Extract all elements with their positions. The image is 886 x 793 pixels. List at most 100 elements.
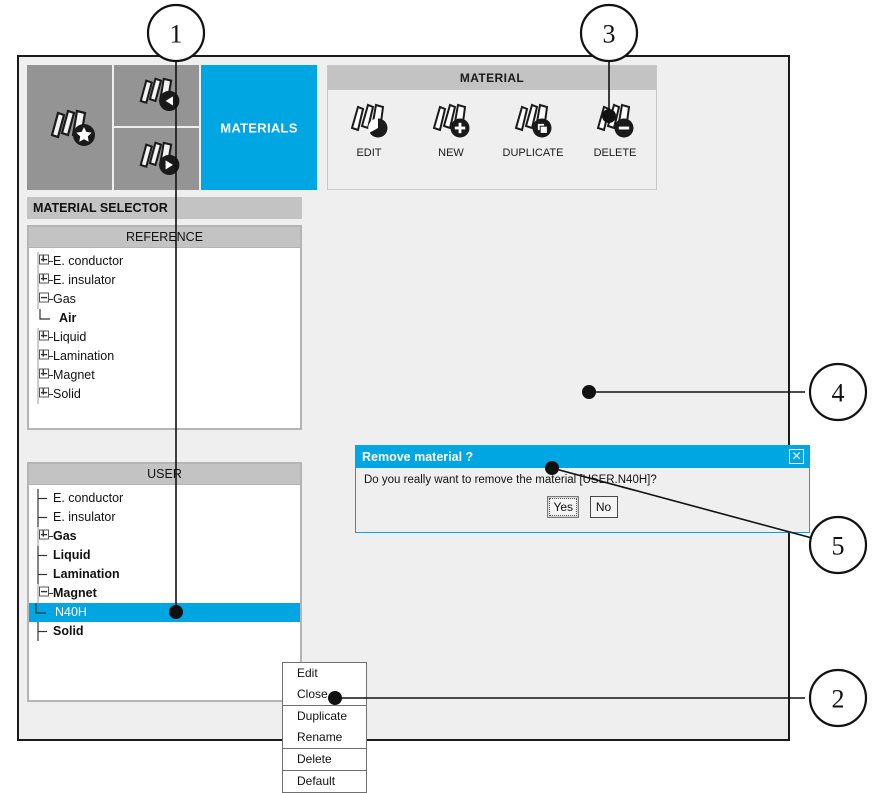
context-menu-group: Default	[283, 771, 366, 792]
materials-tab-label: MATERIALS	[220, 120, 298, 135]
context-menu-item-edit[interactable]: Edit	[297, 666, 318, 680]
tree-item-label: E. insulator	[53, 510, 116, 524]
new-material-label: NEW	[438, 147, 464, 159]
dialog-title: Remove material ?	[362, 450, 474, 464]
material-duplicate-icon	[492, 100, 574, 146]
material-forward-tile[interactable]	[114, 128, 199, 190]
tree-item-e-conductor[interactable]: E. conductor	[33, 489, 300, 509]
new-material-button[interactable]: NEW	[410, 100, 492, 159]
material-command-group: MATERIAL	[327, 65, 657, 190]
remove-material-dialog: Remove material ? ✕ Do you really want t…	[355, 445, 810, 533]
tree-elbow-icon	[37, 309, 53, 328]
tree-item-label: Liquid	[53, 548, 91, 562]
tree-item-lamination[interactable]: Lamination	[33, 347, 300, 367]
tree-item-lamination[interactable]: Lamination	[33, 565, 300, 585]
tree-item-label: Solid	[53, 624, 84, 638]
expand-icon[interactable]	[37, 366, 53, 386]
material-back-tile[interactable]	[114, 65, 199, 126]
tree-branch-icon	[37, 489, 53, 509]
application-window: MATERIALS MATERIAL	[17, 55, 810, 793]
tree-item-label: Magnet	[53, 586, 97, 600]
tree-branch-icon	[37, 565, 53, 585]
collapse-icon[interactable]	[37, 290, 53, 310]
material-group-title: MATERIAL	[328, 66, 656, 90]
tree-item-label: E. conductor	[53, 491, 124, 505]
tree-branch-icon	[37, 546, 53, 566]
tree-item-liquid[interactable]: Liquid	[33, 328, 300, 348]
tree-item-label: Lamination	[53, 349, 115, 363]
tree-item-label: E. insulator	[53, 273, 116, 287]
expand-icon[interactable]	[37, 252, 53, 272]
close-icon[interactable]: ✕	[789, 449, 804, 464]
tree-item-magnet[interactable]: Magnet	[33, 366, 300, 386]
context-menu-item-delete[interactable]: Delete	[297, 752, 332, 766]
material-favorite-tile[interactable]	[27, 65, 112, 190]
callout-1-number: 1	[170, 20, 183, 49]
delete-material-button[interactable]: DELETE	[574, 100, 656, 159]
expand-icon[interactable]	[37, 385, 53, 405]
tree-item-liquid[interactable]: Liquid	[33, 546, 300, 566]
tree-item-air[interactable]: Air	[33, 309, 300, 328]
reference-tree-header: REFERENCE	[29, 227, 300, 248]
tree-item-label: Gas	[53, 529, 77, 543]
dialog-yes-button[interactable]: Yes	[547, 496, 580, 518]
duplicate-material-label: DUPLICATE	[502, 147, 564, 159]
tree-item-label: E. conductor	[53, 254, 124, 268]
tree-item-label: N40H	[55, 605, 87, 619]
context-menu-item-duplicate[interactable]: Duplicate	[297, 709, 348, 723]
duplicate-material-button[interactable]: DUPLICATE	[492, 100, 574, 159]
user-tree-header: USER	[29, 464, 300, 485]
context-menu-item-close[interactable]: Close	[297, 687, 328, 701]
tree-branch-icon	[37, 508, 53, 528]
tree-item-label: Air	[59, 311, 77, 325]
callout-2-number: 2	[832, 685, 845, 714]
callout-4-number: 4	[832, 379, 845, 408]
tree-item-label: Magnet	[53, 368, 95, 382]
context-menu-group: Delete	[283, 749, 366, 771]
callout-5-number: 5	[832, 532, 845, 561]
expand-icon[interactable]	[37, 271, 53, 291]
material-command-row: EDIT	[328, 90, 656, 189]
context-menu-item-rename[interactable]: Rename	[297, 730, 343, 744]
dialog-no-button[interactable]: No	[589, 496, 618, 518]
material-new-icon	[410, 100, 492, 146]
material-back-arrow-icon	[139, 77, 180, 112]
tree-item-magnet[interactable]: Magnet	[33, 584, 300, 604]
tree-item-gas[interactable]: Gas	[33, 290, 300, 310]
edit-material-label: EDIT	[356, 147, 382, 159]
dialog-titlebar: Remove material ? ✕	[356, 446, 809, 468]
expand-icon[interactable]	[37, 347, 53, 367]
tree-item-e-insulator[interactable]: E. insulator	[33, 271, 300, 291]
dialog-button-row: Yes No	[356, 496, 809, 518]
tree-item-gas[interactable]: Gas	[33, 527, 300, 547]
context-menu-item-default[interactable]: Default	[297, 774, 336, 788]
dialog-message: Do you really want to remove the materia…	[364, 474, 657, 486]
material-delete-icon	[574, 100, 656, 146]
tree-item-label: Gas	[53, 292, 76, 306]
tree-item-solid[interactable]: Solid	[33, 622, 300, 642]
callout-3-number: 3	[603, 20, 616, 49]
material-selector-title: MATERIAL SELECTOR	[27, 197, 302, 219]
tree-item-e-insulator[interactable]: E. insulator	[33, 508, 300, 528]
delete-material-label: DELETE	[593, 147, 637, 159]
tree-item-e-conductor[interactable]: E. conductor	[33, 252, 300, 272]
material-edit-icon	[328, 100, 410, 146]
material-forward-arrow-icon	[139, 141, 180, 176]
tree-item-n40h[interactable]: N40H	[29, 603, 300, 622]
materials-tab-tile[interactable]: MATERIALS	[201, 65, 317, 190]
collapse-icon[interactable]	[37, 584, 53, 604]
expand-icon[interactable]	[37, 527, 53, 547]
edit-material-button[interactable]: EDIT	[328, 100, 410, 159]
tree-elbow-icon	[33, 603, 49, 622]
material-star-icon	[50, 109, 95, 146]
tree-item-label: Lamination	[53, 567, 120, 581]
tree-item-solid[interactable]: Solid	[33, 385, 300, 405]
expand-icon[interactable]	[37, 328, 53, 348]
